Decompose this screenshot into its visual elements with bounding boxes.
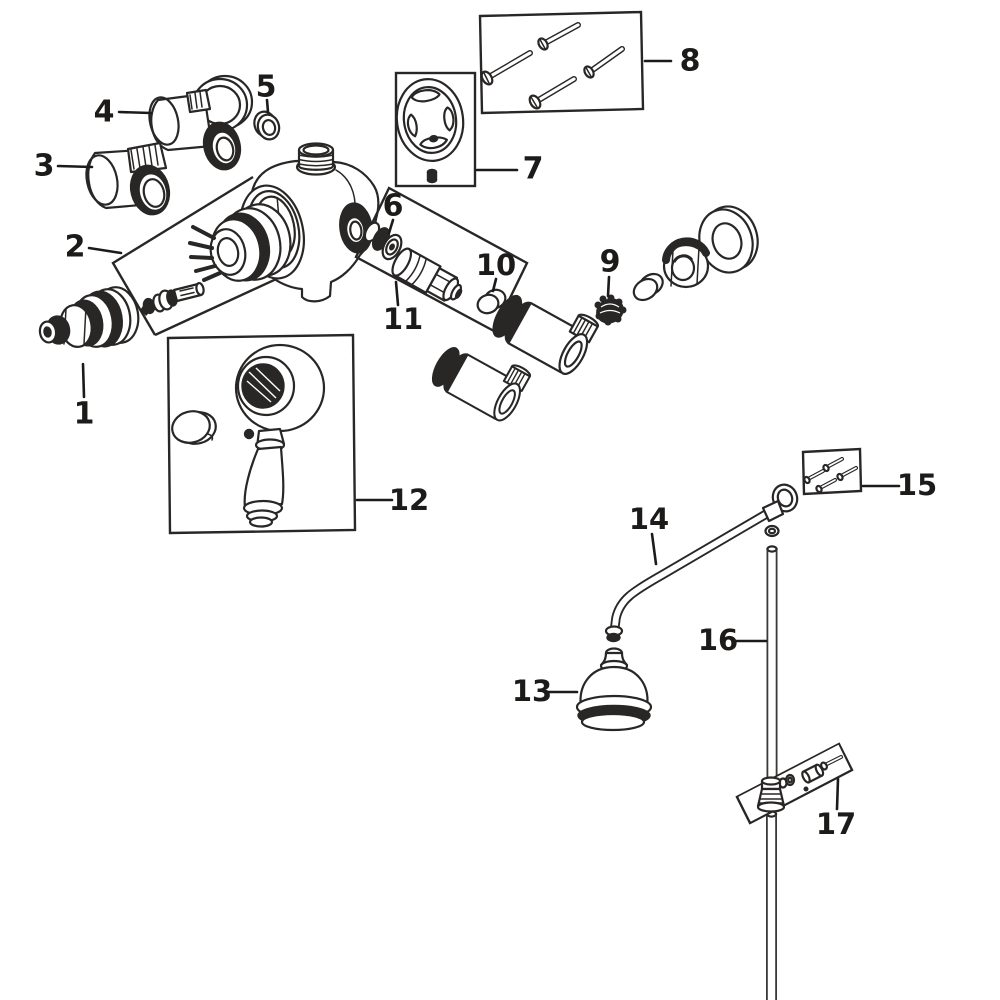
bracket-ring xyxy=(784,773,796,787)
part-12-handset-box xyxy=(166,333,357,535)
outlet-elbow-upper xyxy=(486,276,603,380)
callout-17: 17 xyxy=(816,777,856,841)
part-5-washer xyxy=(253,110,281,141)
escutcheon-ring xyxy=(698,205,759,274)
callout-leader-3 xyxy=(56,164,94,169)
cap-part-10 xyxy=(476,288,507,315)
part-17-slider-bracket-box xyxy=(735,742,854,825)
callout-14: 14 xyxy=(629,502,669,566)
callout-16: 16 xyxy=(698,623,768,657)
callout-leader-14 xyxy=(650,532,658,566)
arm-wall-flange xyxy=(761,483,799,538)
washer-ring xyxy=(632,272,664,302)
part-3-wall-union xyxy=(85,141,171,216)
callout-label-11: 11 xyxy=(383,302,423,336)
callout-leader-6 xyxy=(387,218,395,235)
callout-label-16: 16 xyxy=(698,623,738,657)
part-7-mounting-flange-box xyxy=(394,71,477,188)
screw-small xyxy=(822,457,844,473)
flange-screw xyxy=(426,168,438,184)
cartridge-spindle xyxy=(140,281,205,316)
filter-part-9 xyxy=(594,294,627,326)
callout-label-17: 17 xyxy=(816,807,856,841)
callout-label-9: 9 xyxy=(600,245,621,280)
callout-8: 8 xyxy=(643,44,701,79)
callout-6: 6 xyxy=(383,189,404,235)
slider-bracket xyxy=(756,776,788,813)
callout-label-1: 1 xyxy=(74,397,95,432)
callout-1: 1 xyxy=(74,362,95,432)
mounting-flange xyxy=(395,78,465,162)
callout-label-13: 13 xyxy=(512,674,552,708)
callout-label-4: 4 xyxy=(94,95,115,130)
callout-label-3: 3 xyxy=(34,149,55,184)
callout-label-14: 14 xyxy=(629,502,669,536)
handset xyxy=(234,343,326,528)
callout-leader-1 xyxy=(81,362,86,399)
callout-label-6: 6 xyxy=(383,189,404,224)
arm-tip xyxy=(604,625,624,643)
callout-leader-17 xyxy=(835,777,840,811)
callout-5: 5 xyxy=(256,70,277,114)
cartridge-disc-assembly xyxy=(188,203,292,282)
screw xyxy=(583,46,625,79)
callout-label-15: 15 xyxy=(897,468,937,502)
callout-11: 11 xyxy=(383,280,423,336)
callout-leader-10 xyxy=(491,277,498,293)
callout-label-5: 5 xyxy=(256,70,277,105)
check-valve-cartridge xyxy=(391,247,463,302)
callout-label-12: 12 xyxy=(389,483,429,517)
callout-12: 12 xyxy=(355,483,429,517)
callout-label-2: 2 xyxy=(65,230,86,265)
part-4-wall-union-flanged xyxy=(148,74,254,171)
screw xyxy=(528,76,577,110)
hex-nut xyxy=(662,237,710,289)
callouts: 1 2 3 4 5 6 7 8 xyxy=(34,44,938,842)
callout-4: 4 xyxy=(94,95,153,130)
screw-small xyxy=(803,469,825,485)
callout-9: 9 xyxy=(600,245,621,298)
part-13-shower-head xyxy=(575,647,653,732)
part-1-cartridge xyxy=(38,286,140,348)
callout-13: 13 xyxy=(512,674,579,708)
callout-leader-4 xyxy=(117,110,153,115)
callout-15: 15 xyxy=(861,468,937,502)
callout-7: 7 xyxy=(475,152,544,187)
valve-body-top-port xyxy=(295,142,337,176)
callout-3: 3 xyxy=(34,149,94,184)
part-14-shower-arm xyxy=(604,483,799,643)
part-16-riser-rail xyxy=(765,545,778,1000)
callout-10: 10 xyxy=(476,248,516,293)
bracket-screw xyxy=(820,755,843,771)
handset-face-cap xyxy=(171,410,217,445)
screw xyxy=(480,50,533,86)
screw-small xyxy=(836,466,858,482)
callout-label-7: 7 xyxy=(523,152,544,187)
callout-leader-11 xyxy=(394,280,400,307)
callout-label-10: 10 xyxy=(476,248,516,282)
callout-2: 2 xyxy=(65,230,123,265)
callout-leader-9 xyxy=(606,275,611,298)
bracket-spacer xyxy=(801,763,825,784)
part-15-screw-kit-box xyxy=(801,447,863,496)
adapter-part-6 xyxy=(363,221,403,261)
part-8-screw-kit-box xyxy=(478,10,645,115)
screw xyxy=(537,22,581,51)
part-11-check-valve-box xyxy=(354,186,529,333)
screw-small xyxy=(815,478,837,494)
callout-leader-2 xyxy=(87,246,123,255)
callout-leader-5 xyxy=(265,98,270,114)
callout-label-8: 8 xyxy=(680,44,701,79)
